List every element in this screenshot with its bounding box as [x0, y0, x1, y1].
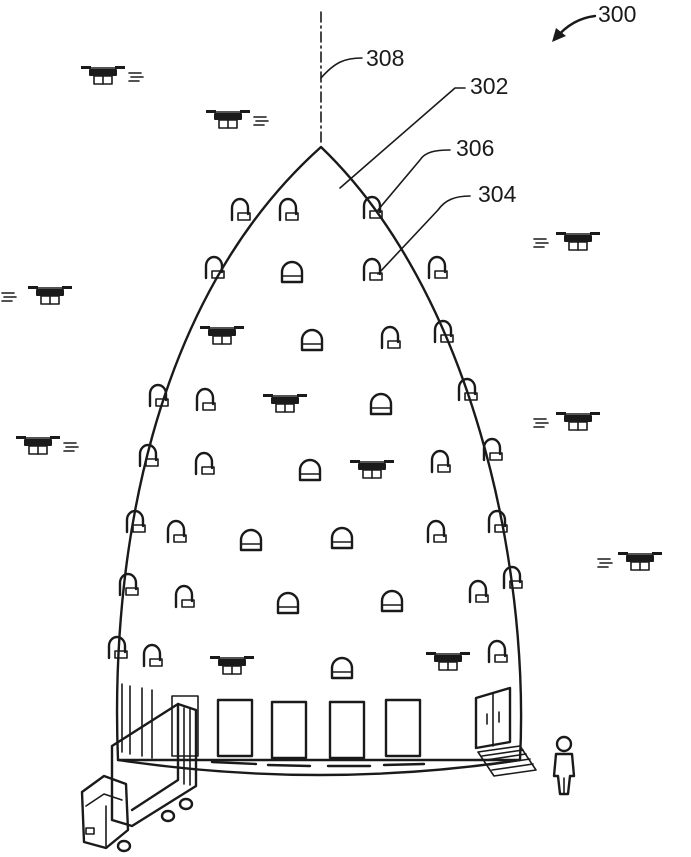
ref-label-304: 304	[478, 181, 517, 207]
leader-line-304	[377, 195, 471, 275]
delivery-truck	[80, 702, 198, 853]
base-ground-line	[116, 758, 522, 777]
ref-label-300: 300	[598, 1, 636, 27]
leader-line-302	[339, 87, 466, 189]
leader-line-306	[377, 149, 451, 211]
figure-arrow-head	[552, 28, 566, 42]
ref-label-308: 308	[366, 45, 404, 71]
docked-drones	[199, 325, 471, 675]
ref-label-306: 306	[456, 135, 494, 161]
person-figure	[552, 735, 576, 796]
entrance-door	[474, 686, 537, 777]
leader-line-308	[320, 57, 363, 79]
flying-drones	[1, 65, 663, 571]
fulfillment-center-outline	[115, 145, 523, 762]
bay-openings	[107, 195, 524, 680]
loading-doors	[121, 683, 426, 768]
ref-label-302: 302	[470, 73, 508, 99]
